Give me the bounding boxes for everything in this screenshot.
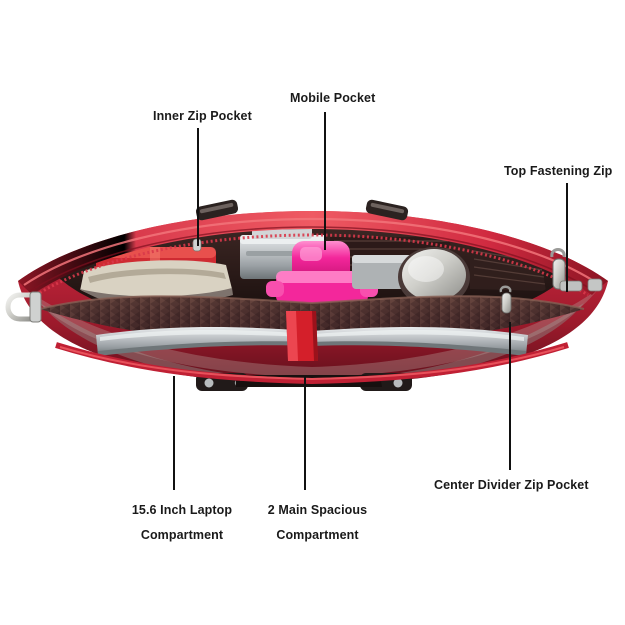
right-end-hardware bbox=[587, 278, 603, 292]
bottom-zip bbox=[55, 342, 569, 385]
content-pink-container bbox=[266, 241, 378, 305]
leader-line-mobile-pocket bbox=[324, 112, 326, 250]
content-round-metal-tin bbox=[398, 247, 470, 307]
leader-line-top-fastening-zip bbox=[566, 183, 568, 292]
label-main-compartment-line2: Compartment bbox=[276, 528, 359, 542]
leader-line-main-compartment bbox=[304, 376, 306, 490]
center-divider-zip-pull bbox=[499, 285, 512, 314]
leader-line-laptop-compartment bbox=[173, 376, 175, 490]
label-laptop-compartment-line1: 15.6 Inch Laptop bbox=[131, 503, 233, 517]
label-laptop-compartment: 15.6 Inch Laptop Compartment bbox=[122, 498, 242, 548]
label-top-fastening-zip-text: Top Fastening Zip bbox=[504, 164, 613, 178]
label-center-divider-zip-pocket-text: Center Divider Zip Pocket bbox=[434, 478, 589, 492]
label-mobile-pocket: Mobile Pocket bbox=[290, 92, 375, 105]
leader-line-center-divider-zip-pocket bbox=[509, 322, 511, 470]
label-main-compartment-line1: 2 Main Spacious bbox=[267, 503, 368, 517]
label-inner-zip-pocket: Inner Zip Pocket bbox=[153, 110, 252, 123]
top-fastening-zip bbox=[18, 211, 608, 297]
label-mobile-pocket-text: Mobile Pocket bbox=[290, 91, 376, 105]
label-center-divider-zip-pocket: Center Divider Zip Pocket bbox=[434, 479, 589, 492]
bag-illustration bbox=[0, 185, 625, 420]
label-main-compartment: 2 Main Spacious Compartment bbox=[260, 498, 375, 548]
label-laptop-compartment-line2: Compartment bbox=[140, 528, 224, 542]
top-zip-pull bbox=[550, 248, 583, 292]
left-d-ring bbox=[5, 291, 42, 323]
handle-anchor-right bbox=[365, 199, 409, 221]
leader-line-inner-zip-pocket bbox=[197, 128, 199, 246]
laptop-retaining-strap bbox=[286, 311, 318, 361]
label-top-fastening-zip: Top Fastening Zip bbox=[504, 165, 612, 178]
handle-anchor-left bbox=[195, 199, 239, 221]
label-inner-zip-pocket-text: Inner Zip Pocket bbox=[153, 109, 252, 123]
